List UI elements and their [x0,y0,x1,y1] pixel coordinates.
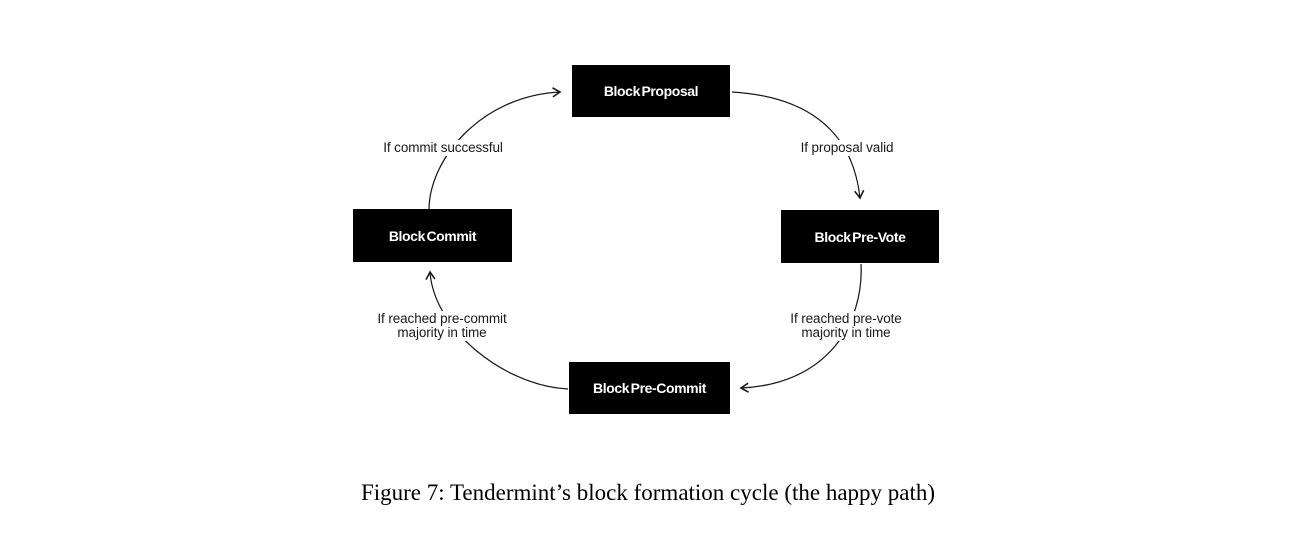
node-block-commit: Block Commit [353,209,512,262]
edge-label-line: If proposal valid [800,140,894,155]
edge-label-if-proposal-valid: If proposal valid [797,140,897,156]
edge-proposal-to-prevote [731,91,865,200]
edge-precommit-to-commit [425,270,569,390]
figure-caption: Figure 7: Tendermint’s block formation c… [360,480,936,505]
node-block-pre-commit: Block Pre-Commit [569,362,730,414]
edge-label-line: If commit successful [383,140,503,155]
edge-label-if-reached-pre-vote-majority: If reached pre-vote majority in time [787,311,905,341]
edge-label-line: If reached pre-commit [377,311,507,326]
node-block-pre-vote: Block Pre-Vote [781,210,939,263]
edge-label-if-reached-pre-commit-majority: If reached pre-commit majority in time [374,311,510,341]
node-block-proposal: Block Proposal [572,65,730,117]
edge-label-if-commit-successful: If commit successful [380,140,506,156]
edge-prevote-to-precommit [739,263,862,393]
edge-label-line: majority in time [801,325,891,340]
edge-commit-to-proposal [428,87,562,211]
edge-label-line: majority in time [397,325,487,340]
edge-label-line: If reached pre-vote [790,311,902,326]
